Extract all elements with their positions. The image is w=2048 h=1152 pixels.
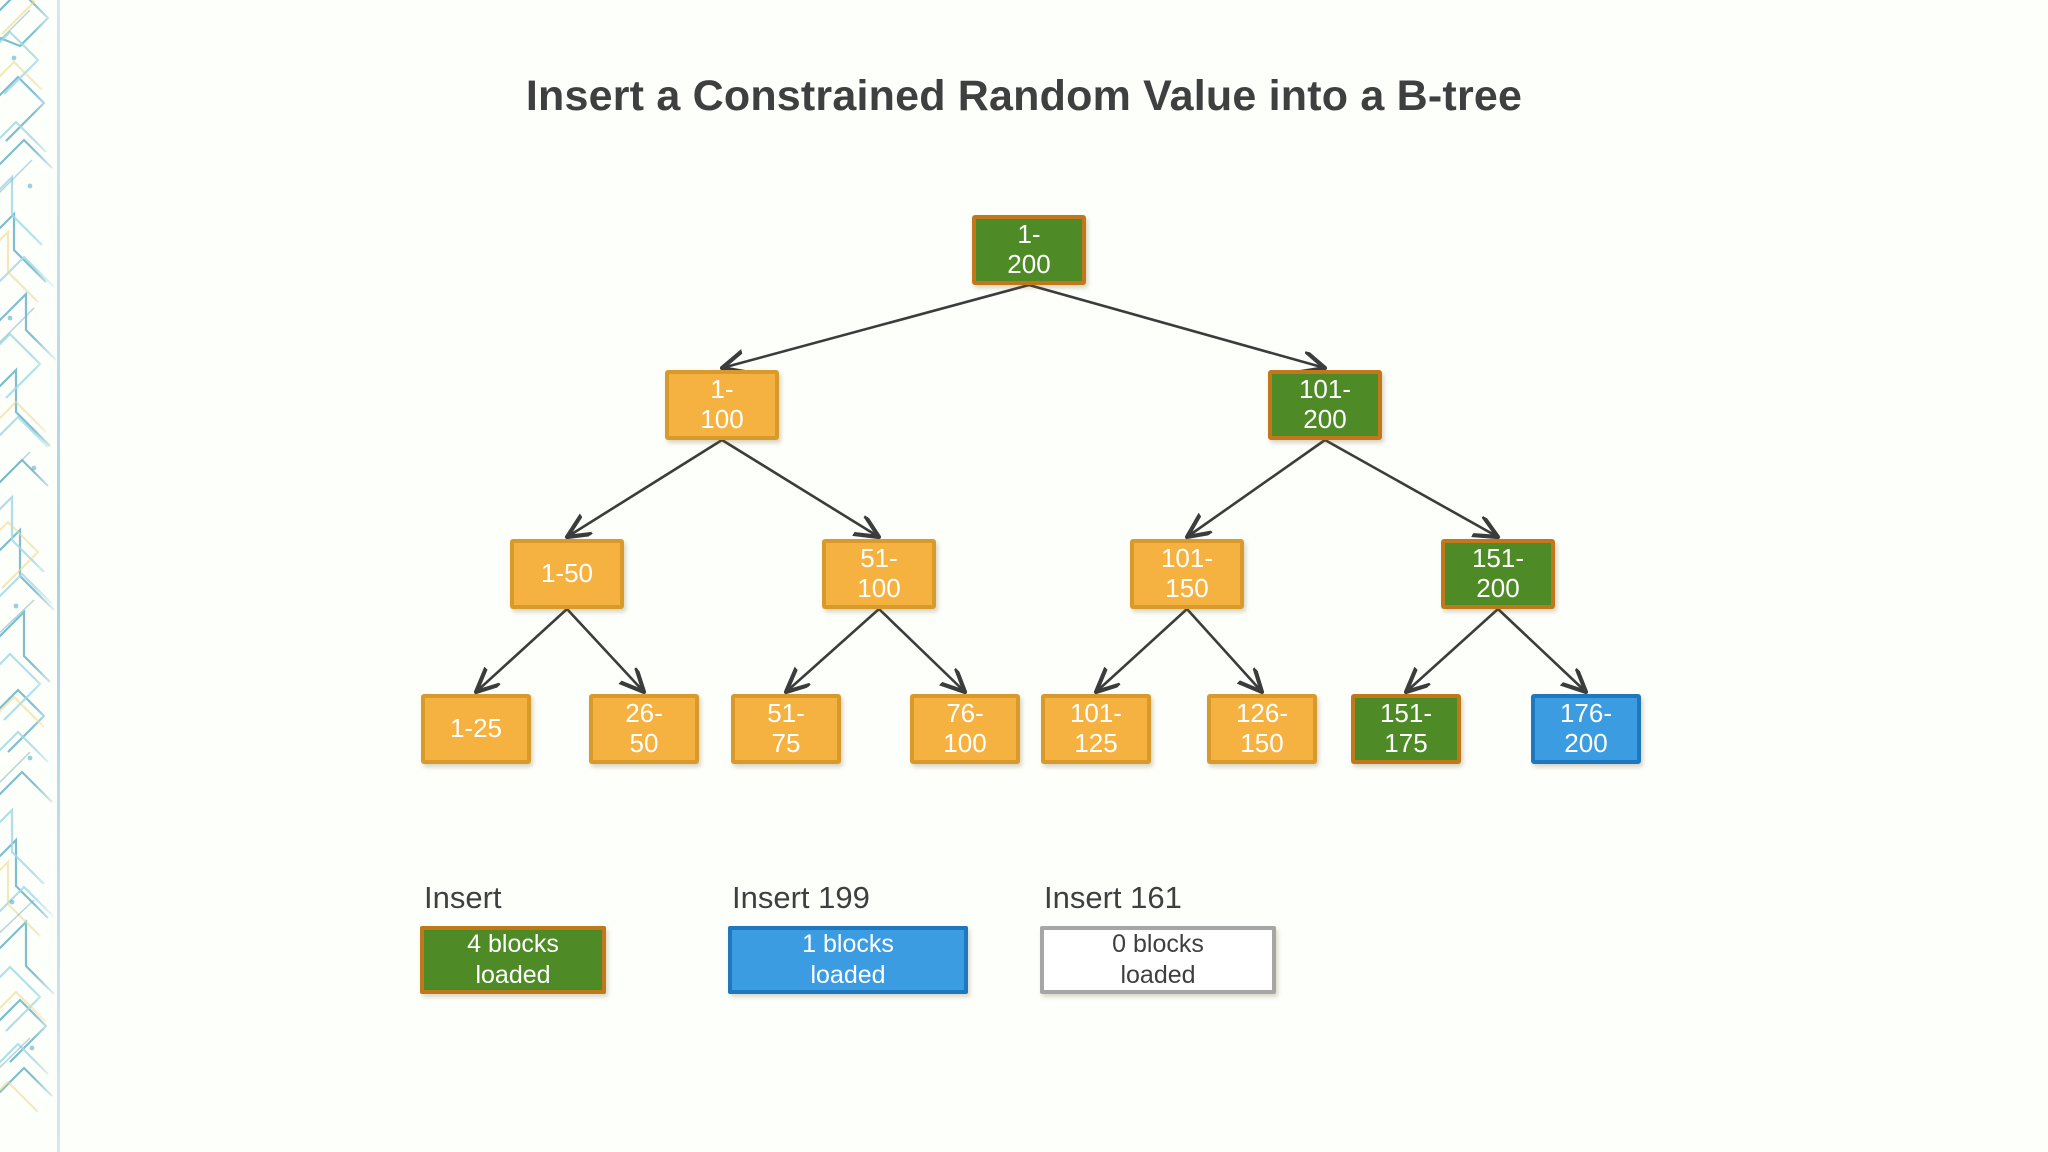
- tree-edge-r-a: [722, 283, 1030, 368]
- legend-column-0: Insert 4 blocks loaded: [420, 880, 606, 994]
- tree-edge-b-f: [1324, 438, 1498, 537]
- btree-node-l7[interactable]: 151- 175: [1351, 694, 1461, 764]
- btree-node-r[interactable]: 1- 200: [972, 215, 1086, 285]
- edge-vertical-rule: [57, 0, 60, 1152]
- tree-edge-f-l7: [1406, 608, 1499, 692]
- tree-edge-d-l3: [786, 608, 880, 692]
- circuit-pattern-icon: [0, 0, 57, 1113]
- tree-edge-c-l1: [476, 608, 568, 692]
- tree-edge-a-c: [567, 438, 723, 537]
- legend-column-2: Insert 161 0 blocks loaded: [1040, 880, 1276, 994]
- tree-edge-r-b: [1028, 283, 1325, 368]
- btree-node-e[interactable]: 101- 150: [1130, 539, 1244, 609]
- legend-header-0: Insert: [424, 880, 502, 915]
- tree-edge-b-e: [1187, 438, 1326, 537]
- btree-node-f[interactable]: 151- 200: [1441, 539, 1555, 609]
- legend-header-2: Insert 161: [1044, 880, 1182, 915]
- legend-box-0[interactable]: 4 blocks loaded: [420, 926, 606, 994]
- tree-edge-c-l2: [566, 608, 644, 692]
- tree-edge-f-l8: [1497, 608, 1586, 692]
- page-title: Insert a Constrained Random Value into a…: [525, 72, 1523, 120]
- btree-node-l6[interactable]: 126- 150: [1207, 694, 1317, 764]
- btree-node-d[interactable]: 51- 100: [822, 539, 936, 609]
- legend-box-2[interactable]: 0 blocks loaded: [1040, 926, 1276, 994]
- btree-node-l2[interactable]: 26- 50: [589, 694, 699, 764]
- btree-node-l3[interactable]: 51- 75: [731, 694, 841, 764]
- tree-edge-a-d: [721, 438, 879, 537]
- legend-box-1[interactable]: 1 blocks loaded: [728, 926, 968, 994]
- btree-node-l1[interactable]: 1-25: [421, 694, 531, 764]
- legend: Insert 4 blocks loaded Insert 199 1 blocks …: [420, 880, 1380, 1050]
- tree-edge-e-l6: [1186, 608, 1262, 692]
- btree-node-l5[interactable]: 101- 125: [1041, 694, 1151, 764]
- btree-node-l4[interactable]: 76- 100: [910, 694, 1020, 764]
- decorative-circuit-border: [0, 0, 62, 1152]
- legend-column-1: Insert 199 1 blocks loaded: [728, 880, 968, 994]
- btree-node-a[interactable]: 1- 100: [665, 370, 779, 440]
- btree-node-b[interactable]: 101- 200: [1268, 370, 1382, 440]
- tree-edge-e-l5: [1096, 608, 1188, 692]
- tree-edge-d-l4: [878, 608, 965, 692]
- btree-node-l8[interactable]: 176- 200: [1531, 694, 1641, 764]
- legend-header-1: Insert 199: [732, 880, 870, 915]
- btree-node-c[interactable]: 1-50: [510, 539, 624, 609]
